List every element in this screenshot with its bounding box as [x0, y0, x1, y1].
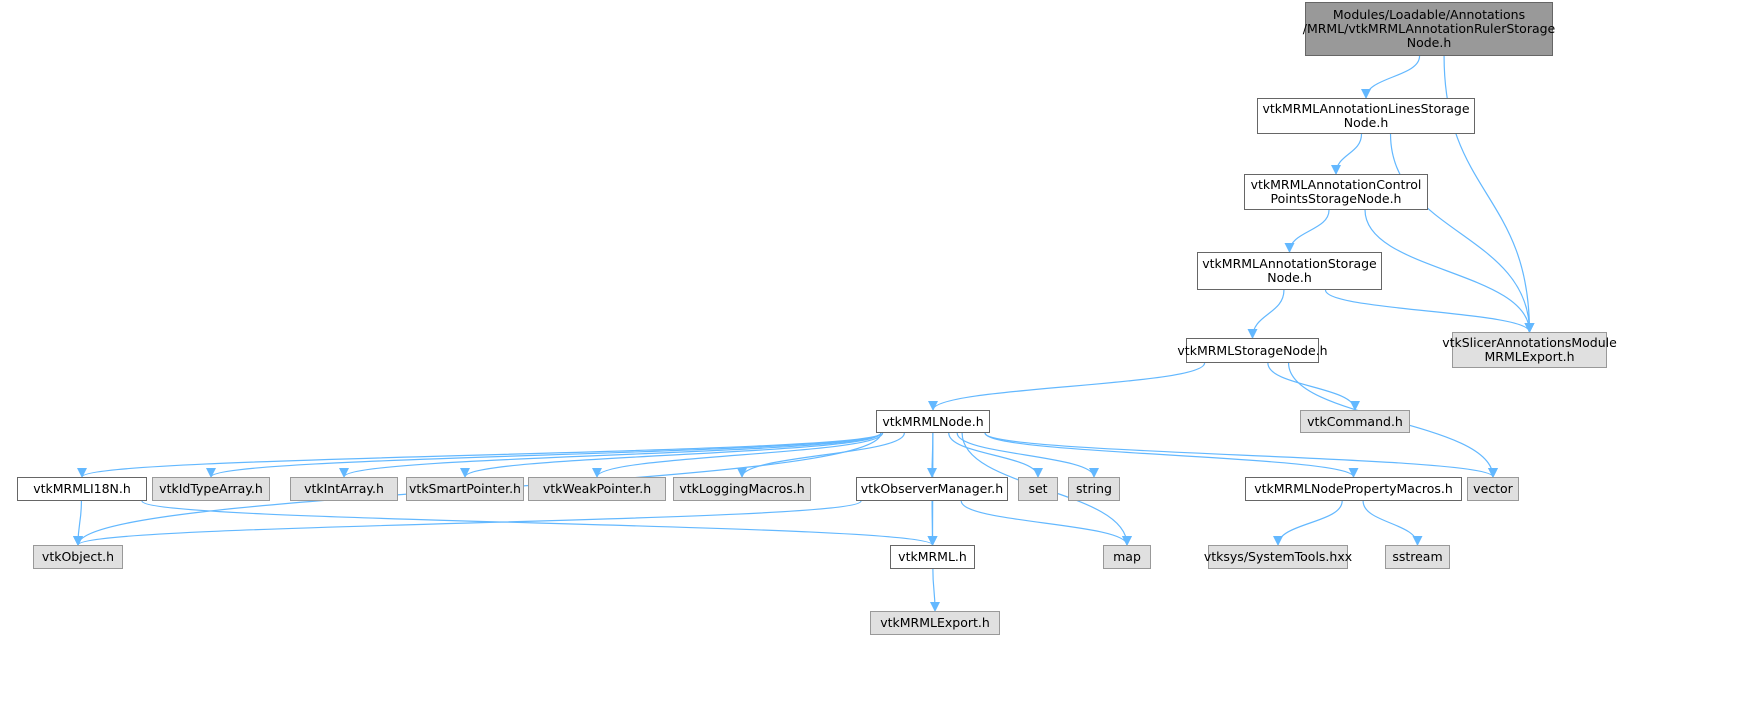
edge-mrml-to-mrmlexport — [929, 568, 940, 612]
graph-node-storage[interactable]: vtkMRMLStorageNode.h — [1177, 338, 1328, 363]
graph-node-export[interactable]: vtkSlicerAnnotationsModule MRMLExport.h — [1442, 332, 1617, 368]
graph-node-i18n[interactable]: vtkMRMLI18N.h — [17, 477, 147, 501]
graph-node-sstream[interactable]: sstream — [1385, 545, 1450, 569]
edge-storage-to-node — [928, 362, 1206, 411]
graph-node-vector[interactable]: vector — [1467, 477, 1519, 501]
edge-node-to-vector — [984, 432, 1498, 478]
edge-node-to-logging — [737, 432, 905, 478]
edge-storage-to-command — [1267, 362, 1360, 411]
edge-observer-to-object — [73, 500, 862, 546]
edge-observer-to-map — [960, 500, 1132, 546]
graph-node-smartptr[interactable]: vtkSmartPointer.h — [406, 477, 524, 501]
edge-i18n-to-object — [73, 500, 84, 546]
graph-node-set[interactable]: set — [1018, 477, 1058, 501]
edge-node-to-idtype — [206, 432, 882, 478]
graph-node-idtype[interactable]: vtkIdTypeArray.h — [152, 477, 270, 501]
edge-node-to-weakptr — [592, 432, 884, 478]
graph-node-weakptr[interactable]: vtkWeakPointer.h — [528, 477, 666, 501]
graph-node-intarray[interactable]: vtkIntArray.h — [290, 477, 398, 501]
edge-annstorage-to-storage — [1247, 289, 1285, 339]
graph-node-map[interactable]: map — [1103, 545, 1151, 569]
edge-control-to-export — [1364, 209, 1535, 333]
edge-lines-to-export — [1389, 133, 1535, 333]
graph-node-control[interactable]: vtkMRMLAnnotationControl PointsStorageNo… — [1244, 174, 1428, 210]
graph-node-command[interactable]: vtkCommand.h — [1300, 410, 1410, 433]
graph-node-object[interactable]: vtkObject.h — [33, 545, 123, 569]
edge-i18n-to-mrml — [141, 500, 938, 546]
graph-node-string[interactable]: string — [1068, 477, 1120, 501]
graph-node-lines[interactable]: vtkMRMLAnnotationLinesStorage Node.h — [1257, 98, 1475, 134]
edge-node-to-smartptr — [460, 432, 882, 478]
edge-annstorage-to-export — [1324, 289, 1535, 333]
graph-node-node[interactable]: vtkMRMLNode.h — [876, 410, 990, 433]
edge-node-to-set — [948, 432, 1043, 478]
graph-node-logging[interactable]: vtkLoggingMacros.h — [673, 477, 811, 501]
graph-node-propmacros[interactable]: vtkMRMLNodePropertyMacros.h — [1245, 477, 1462, 501]
graph-node-systools[interactable]: vtksys/SystemTools.hxx — [1204, 545, 1352, 569]
edge-propmacros-to-sstream — [1362, 500, 1423, 546]
edge-propmacros-to-systools — [1273, 500, 1343, 546]
edge-root-to-lines — [1361, 55, 1421, 99]
graph-node-annstorage[interactable]: vtkMRMLAnnotationStorage Node.h — [1197, 252, 1382, 290]
edge-control-to-annstorage — [1284, 209, 1330, 253]
edge-node-to-intarray — [339, 432, 882, 478]
edge-node-to-string — [956, 432, 1099, 478]
graph-node-mrml[interactable]: vtkMRML.h — [890, 545, 975, 569]
graph-node-mrmlexport[interactable]: vtkMRMLExport.h — [870, 611, 1000, 635]
edge-node-to-propmacros — [984, 432, 1359, 478]
graph-node-observer[interactable]: vtkObserverManager.h — [856, 477, 1008, 501]
edge-lines-to-control — [1331, 133, 1363, 175]
edge-node-to-i18n — [77, 432, 882, 478]
graph-node-root[interactable]: Modules/Loadable/Annotations /MRML/vtkMR… — [1303, 2, 1555, 56]
